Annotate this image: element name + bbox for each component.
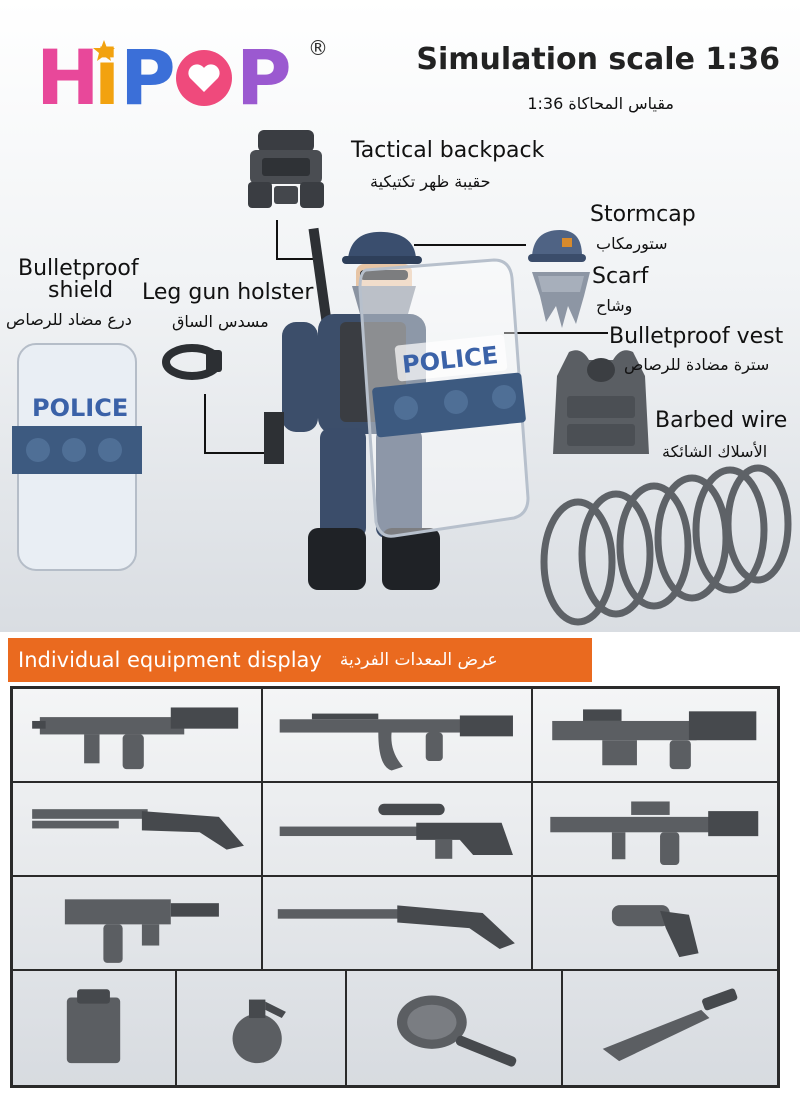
smg-icon xyxy=(32,707,239,769)
scarf-label-arabic: وشاح xyxy=(596,296,633,315)
svg-text:i: i xyxy=(94,34,118,118)
backpack-leader xyxy=(276,220,278,260)
vest-label: Bulletproof vest xyxy=(609,324,784,349)
stormcap-icon xyxy=(528,230,586,262)
equipment-cell xyxy=(12,876,262,970)
equipment-grid xyxy=(10,686,780,1088)
equipment-cell xyxy=(532,876,778,970)
equipment-cell xyxy=(262,876,532,970)
ak-rifle-icon xyxy=(279,713,513,771)
backpack-leader-h xyxy=(276,258,318,260)
svg-text:H: H xyxy=(36,34,98,118)
compact-smg-icon xyxy=(64,898,219,963)
grenade-icon xyxy=(232,999,286,1063)
vest-leader xyxy=(504,332,608,334)
sniper-rifle-icon xyxy=(279,803,513,859)
barbed-wire-icon xyxy=(540,464,792,626)
frying-pan-icon xyxy=(396,995,516,1067)
vest-label-arabic: سترة مضادة للرصاص xyxy=(624,355,770,374)
svg-text:P: P xyxy=(236,34,290,118)
backpack-label: Tactical backpack xyxy=(351,138,545,163)
tactical-rifle-icon xyxy=(550,801,759,865)
shield-label-arabic: درع مضاد للرصاص xyxy=(6,310,132,329)
bulletproof-vest-icon xyxy=(553,350,649,454)
stormcap-leader xyxy=(414,244,526,246)
scale-title-arabic: مقياس المحاكاة 1:36 xyxy=(527,94,674,113)
shield-label-line1: Bulletproof xyxy=(18,256,139,281)
registered-mark: ® xyxy=(308,36,328,60)
equipment-cell xyxy=(346,970,562,1086)
logo-wordmark: H i P P xyxy=(36,33,292,122)
holster-leader xyxy=(204,394,206,452)
equipment-tab: Individual equipment display عرض المعدات… xyxy=(8,638,592,682)
heavy-gun-icon xyxy=(551,708,757,769)
swat-figure xyxy=(264,227,530,590)
barbed-wire-label: Barbed wire xyxy=(655,408,788,433)
scarf-icon xyxy=(532,272,590,328)
holster-label: Leg gun holster xyxy=(142,280,314,305)
equipment-cell xyxy=(176,970,346,1086)
holster-leader-h xyxy=(204,452,274,454)
stormcap-label: Stormcap xyxy=(590,202,696,227)
equipment-cell xyxy=(532,688,778,782)
equipment-cell xyxy=(12,970,176,1086)
equipment-cell xyxy=(562,970,778,1086)
long-rifle-icon xyxy=(277,904,515,949)
equipment-cell xyxy=(262,688,532,782)
pouch-icon xyxy=(67,989,121,1063)
scarf-label: Scarf xyxy=(592,264,649,289)
scale-title: Simulation scale 1:36 xyxy=(416,42,780,77)
equipment-cell xyxy=(262,782,532,876)
hero-section: H i P P ® Simulation scale 1:36 مقياس ال… xyxy=(0,0,800,632)
equipment-tab-label-arabic: عرض المعدات الفردية xyxy=(339,650,498,670)
shield-label-line2: shield xyxy=(48,278,114,303)
machete-icon xyxy=(602,988,737,1061)
equipment-tab-label: Individual equipment display xyxy=(18,648,322,672)
hipop-logo: H i P P ® xyxy=(36,33,328,129)
police-shield-icon xyxy=(12,343,142,571)
barbed-wire-label-arabic: الأسلاك الشائكة xyxy=(662,442,768,461)
holster-label-arabic: مسدس الساق xyxy=(172,312,269,331)
tactical-backpack-icon xyxy=(248,130,324,208)
svg-text:P: P xyxy=(120,34,174,118)
leg-holster-icon xyxy=(162,344,222,380)
equipment-cell xyxy=(12,688,262,782)
shield-police-text: POLICE xyxy=(32,394,129,422)
equipment-cell xyxy=(532,782,778,876)
shotgun-icon xyxy=(32,808,244,850)
stormcap-label-arabic: ستورمكاب xyxy=(596,234,668,253)
equipment-cell xyxy=(12,782,262,876)
flare-pistol-icon xyxy=(611,904,699,957)
backpack-label-arabic: حقيبة ظهر تكتيكية xyxy=(370,172,491,191)
